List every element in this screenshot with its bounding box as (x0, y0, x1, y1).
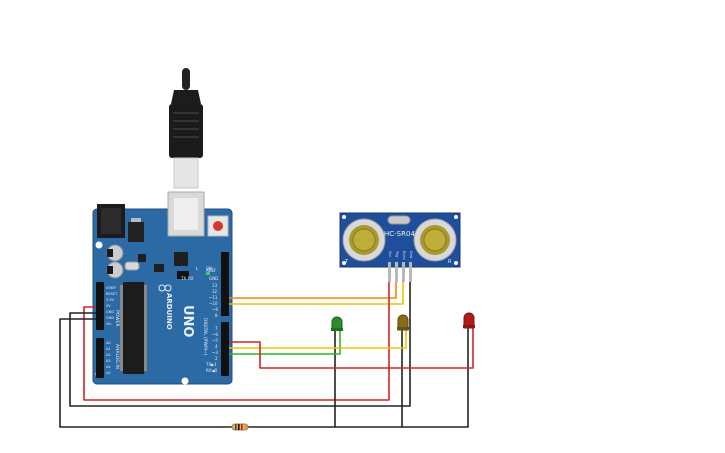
pin-label-gnd: GND (209, 276, 218, 281)
pin-label-a1: A1 (106, 347, 111, 351)
pin-label-8: 8 (215, 313, 218, 318)
pin-label-5: ~5 (212, 338, 218, 343)
pin-label-reset: RESET (106, 292, 118, 296)
pin-label-9: ~9 (212, 307, 218, 312)
pin-label-gnd1: GND (106, 310, 114, 314)
arduino-brand-label: ARDUINO (165, 293, 173, 330)
power-section-label: POWER (114, 310, 120, 327)
pin-label-a0: A0 (106, 341, 111, 345)
sensor-pin-trig-leg[interactable] (395, 262, 398, 282)
pin-label-5v: 5V (106, 304, 111, 308)
sensor-transmitter (342, 218, 386, 262)
pin-label-2: 2 (215, 356, 218, 361)
reset-button-cap[interactable] (213, 221, 223, 231)
analog-header[interactable] (96, 338, 104, 378)
mounting-hole (181, 377, 189, 385)
pin-label-12: 12 (212, 289, 218, 294)
sensor-crystal (387, 215, 411, 225)
wire-vcc[interactable] (83, 282, 390, 401)
sensor-name-label: HC-SR04 (384, 230, 415, 238)
tx-led-label: TX (180, 276, 186, 281)
pin-label-11: ~11 (209, 295, 218, 300)
arduino-uno-board[interactable]: TX RX L ON ARDUINO UNO AREF GND 13 12 ~1… (92, 191, 233, 385)
pin-label-gnd2: GND (106, 316, 114, 320)
sensor-receiver (413, 218, 457, 262)
digital-header-top[interactable] (221, 252, 229, 316)
pin-label-6: ~6 (212, 332, 218, 337)
arduino-model-label: UNO (180, 305, 195, 338)
sensor-corner-left: T (344, 259, 349, 265)
led-yellow[interactable] (397, 314, 409, 331)
pin-label-13: 13 (212, 283, 218, 288)
usb-plug-body (169, 104, 203, 158)
pin-label-vin: Vin (106, 322, 112, 326)
rx-led-label: RX (188, 276, 194, 281)
wire-green-led[interactable] (229, 330, 341, 355)
wire-red-led-cathode[interactable] (402, 328, 469, 428)
ultrasonic-sensor[interactable]: HC-SR04 T R Vcc Trig Echo Gnd (339, 212, 461, 282)
sensor-pin-vcc: Vcc (388, 251, 392, 257)
pin-label-a4: A4 (106, 365, 111, 369)
digital-header-bottom[interactable] (221, 322, 229, 376)
usb-plug-metal (173, 157, 199, 189)
on-led-label: ON (206, 266, 212, 271)
sensor-pin-gnd: Gnd (409, 251, 413, 258)
led-red[interactable] (463, 312, 475, 329)
digital-section-label: DIGITAL (PWM~) (202, 318, 208, 356)
pin-label-4: 4 (215, 344, 218, 349)
crystal (124, 261, 140, 271)
pin-label-rx: RX◀0 (206, 368, 218, 373)
sensor-pin-trig: Trig (395, 250, 399, 257)
sensor-pin-echo: Echo (402, 251, 406, 260)
mounting-hole (95, 241, 103, 249)
pin-label-tx: TX▶1 (205, 362, 217, 367)
wire-green-led-cathode[interactable] (248, 330, 336, 428)
power-header[interactable] (96, 282, 104, 330)
resistor[interactable] (231, 423, 249, 431)
pin-label-aref: AREF (206, 268, 217, 273)
wire-sensor-gnd[interactable] (69, 282, 411, 407)
sensor-pin-echo-leg[interactable] (402, 262, 405, 282)
voltage-regulator (128, 222, 144, 242)
analog-section-label: ANALOG IN (114, 344, 120, 369)
wire-echo[interactable] (229, 282, 404, 305)
sensor-corner-right: R (448, 259, 452, 265)
usb-cable[interactable] (169, 68, 203, 189)
pin-label-7: 7 (215, 326, 218, 331)
wire-trig[interactable] (229, 282, 397, 299)
wire-gnd-bus[interactable] (59, 318, 232, 428)
pin-label-3v3: 3.3V (106, 298, 115, 302)
l-led-label: L (196, 266, 199, 271)
pin-label-3: ~3 (212, 350, 218, 355)
wire-yellow-led-cathode[interactable] (335, 330, 403, 428)
usb-cable-strain-relief (171, 90, 201, 104)
usb-chip (174, 252, 188, 266)
sensor-pin-gnd-leg[interactable] (409, 262, 412, 282)
icsp-header (177, 271, 189, 279)
sensor-pin-vcc-leg[interactable] (388, 262, 391, 282)
pin-label-a2: A2 (106, 353, 111, 357)
on-led (206, 272, 210, 275)
usb-cable-wire (182, 68, 190, 90)
atmega-chip (123, 282, 144, 374)
pin-label-10: ~10 (209, 301, 218, 306)
wire-yellow-led[interactable] (229, 330, 407, 349)
pin-label-a3: A3 (106, 359, 111, 363)
pin-label-ioref: IOREF (106, 286, 116, 290)
pin-label-a5: A5 (106, 371, 111, 375)
led-green[interactable] (331, 316, 343, 331)
wire-red-led[interactable] (229, 328, 474, 369)
